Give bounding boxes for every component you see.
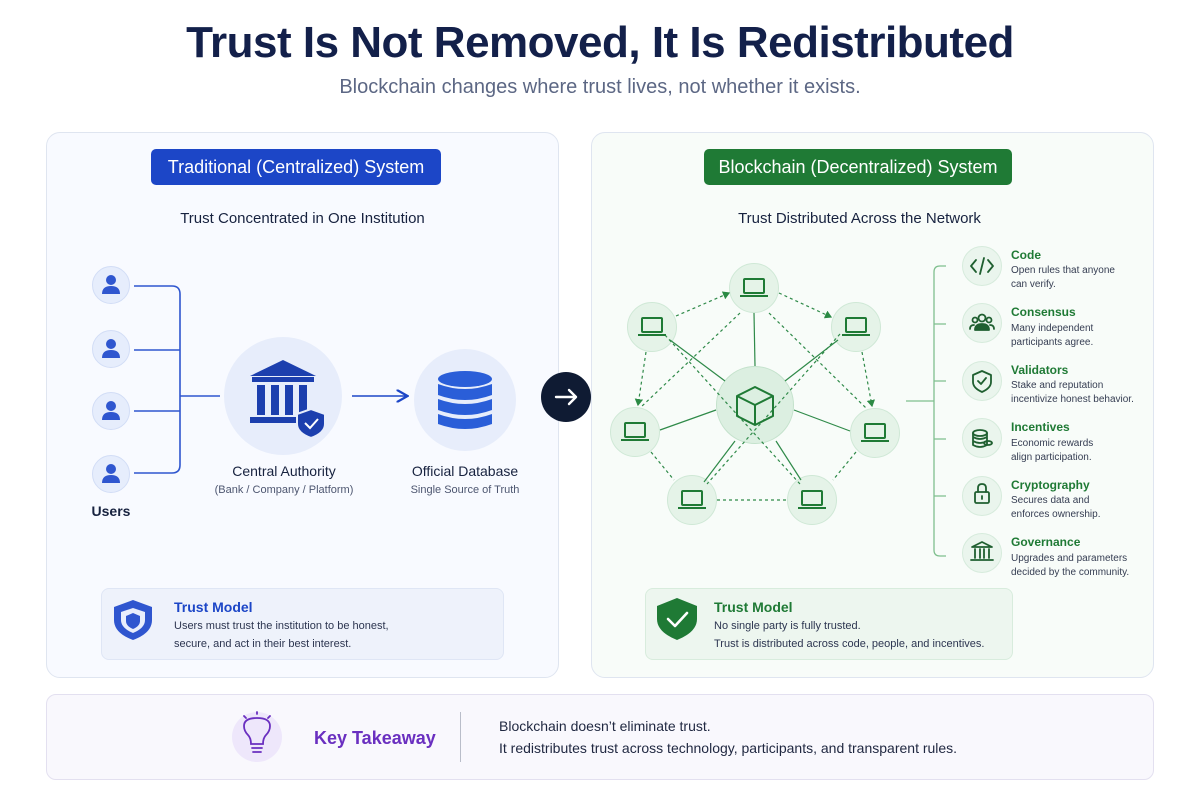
network-node bbox=[610, 407, 660, 457]
lock-glyph bbox=[974, 483, 990, 504]
decentralized-trust-model-line: Trust is distributed across code, people… bbox=[714, 638, 985, 650]
lightbulb-glyph bbox=[243, 711, 271, 753]
laptop-icon bbox=[798, 490, 826, 509]
feature-title: Code bbox=[1011, 248, 1041, 262]
people-icon bbox=[962, 303, 1002, 343]
network-node bbox=[850, 408, 900, 458]
network-dashed-links bbox=[634, 291, 876, 501]
arrow-right-icon bbox=[554, 388, 578, 406]
takeaway-line: It redistributes trust across technology… bbox=[499, 740, 958, 756]
laptop-icon bbox=[621, 422, 649, 441]
feature-desc: Open rules that anyone bbox=[1011, 265, 1115, 276]
feature-desc: incentivize honest behavior. bbox=[1011, 394, 1134, 405]
feature-desc: Upgrades and parameters bbox=[1011, 553, 1128, 564]
user-icon bbox=[102, 464, 120, 483]
feature-bracket bbox=[906, 265, 946, 557]
feature-title: Governance bbox=[1011, 535, 1081, 549]
lightbulb-icon bbox=[232, 712, 282, 762]
network-node bbox=[787, 475, 837, 525]
feature-title: Incentives bbox=[1011, 420, 1070, 434]
feature-desc: Many independent bbox=[1011, 323, 1094, 334]
decentralized-trust-model-title: Trust Model bbox=[714, 599, 793, 615]
centralized-badge: Traditional (Centralized) System bbox=[151, 149, 441, 185]
shield-check-icon bbox=[657, 598, 697, 640]
laptop-icon bbox=[638, 317, 666, 336]
laptop-icons bbox=[621, 278, 889, 509]
shield-check-icon bbox=[962, 361, 1002, 401]
feature-title: Cryptography bbox=[1011, 478, 1090, 492]
feature-desc: Secures data and bbox=[1011, 495, 1090, 506]
feature-desc: participants agree. bbox=[1011, 337, 1094, 348]
decentralized-badge: Blockchain (Decentralized) System bbox=[704, 149, 1012, 185]
official-database-label: Official Database bbox=[411, 463, 519, 479]
centralized-trust-model-line: secure, and act in their best interest. bbox=[174, 638, 352, 650]
coins-glyph bbox=[972, 429, 993, 448]
page-subtitle: Blockchain changes where trust lives, no… bbox=[339, 76, 861, 98]
decentralized-panel bbox=[591, 132, 1154, 678]
network-node bbox=[667, 475, 717, 525]
key-takeaway-label: Key Takeaway bbox=[314, 728, 436, 748]
centralized-trust-model-title: Trust Model bbox=[174, 599, 253, 615]
centralized-heading: Trust Concentrated in One Institution bbox=[180, 210, 425, 227]
network-node bbox=[831, 302, 881, 352]
laptop-icon bbox=[678, 490, 706, 509]
feature-desc: enforces ownership. bbox=[1011, 509, 1101, 520]
feature-desc: can verify. bbox=[1011, 279, 1056, 290]
laptop-icon bbox=[740, 278, 768, 297]
user-connector-lines bbox=[134, 285, 220, 474]
user-node bbox=[92, 330, 130, 368]
decentralized-trust-model-line: No single party is fully trusted. bbox=[714, 620, 861, 632]
key-takeaway-banner bbox=[46, 694, 1154, 780]
blockchain-hub-node bbox=[716, 366, 794, 444]
central-authority-sublabel: (Bank / Company / Platform) bbox=[214, 484, 354, 496]
network-node bbox=[627, 302, 677, 352]
shield-icon bbox=[114, 600, 152, 640]
centralized-trust-model-card bbox=[101, 588, 504, 660]
official-database-sublabel: Single Source of Truth bbox=[410, 484, 520, 496]
takeaway-divider bbox=[460, 712, 461, 762]
building-icon bbox=[962, 533, 1002, 573]
feature-desc: decided by the community. bbox=[1011, 567, 1130, 578]
feature-title: Validators bbox=[1011, 363, 1069, 377]
people-glyph bbox=[969, 313, 995, 331]
code-glyph bbox=[970, 257, 994, 275]
feature-desc: align participation. bbox=[1011, 452, 1092, 463]
centralized-trust-model-line: Users must trust the institution to be h… bbox=[174, 620, 389, 632]
users-label: Users bbox=[91, 503, 131, 519]
central-authority-node bbox=[224, 337, 342, 455]
shield-glyph bbox=[972, 370, 992, 393]
feature-desc: Economic rewards bbox=[1011, 438, 1094, 449]
user-icon bbox=[102, 339, 120, 358]
laptop-icon bbox=[861, 423, 889, 442]
decentralized-trust-model-card bbox=[645, 588, 1013, 660]
laptop-icon bbox=[842, 317, 870, 336]
cube-icon bbox=[736, 386, 774, 426]
user-icon bbox=[102, 401, 120, 420]
building-glyph bbox=[970, 541, 994, 561]
database-icon bbox=[438, 371, 492, 429]
page-title: Trust Is Not Removed, It Is Redistribute… bbox=[186, 18, 1014, 67]
takeaway-line: Blockchain doesn’t eliminate trust. bbox=[499, 718, 711, 734]
network-node bbox=[729, 263, 779, 313]
bank-shield-icon bbox=[250, 360, 326, 440]
user-icons bbox=[102, 275, 120, 483]
user-icon bbox=[102, 275, 120, 294]
feature-desc: Stake and reputation bbox=[1011, 380, 1104, 391]
network-solid-links bbox=[659, 312, 851, 483]
central-authority-label: Central Authority bbox=[232, 463, 336, 479]
decentralized-heading: Trust Distributed Across the Network bbox=[738, 210, 981, 227]
feature-title: Consensus bbox=[1011, 305, 1076, 319]
